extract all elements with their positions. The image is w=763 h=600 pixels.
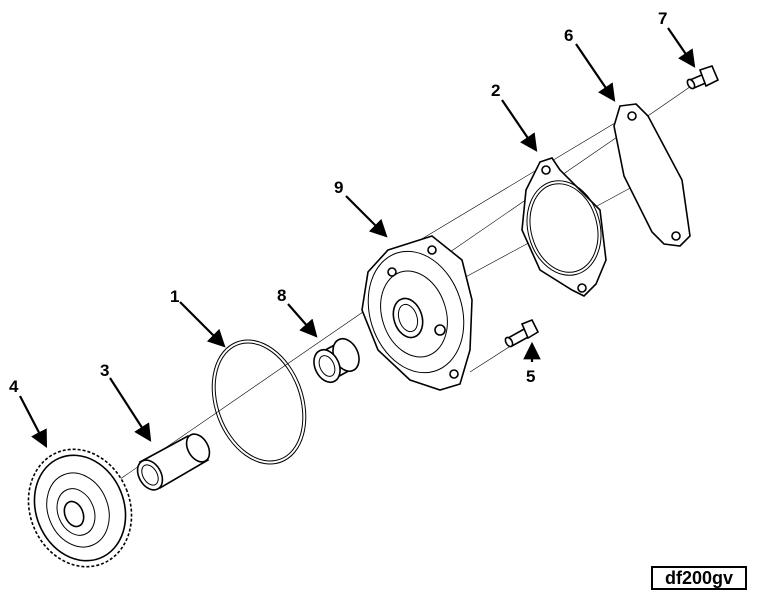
leader-arrow-6	[575, 43, 616, 102]
screw-part	[686, 65, 720, 90]
callout-4: 4	[9, 377, 19, 396]
cover-plate-part	[613, 103, 691, 247]
figure-reference-code: df200gv	[651, 566, 747, 590]
leader-arrow-9	[345, 195, 388, 238]
callout-2: 2	[491, 81, 500, 100]
leader-arrow-1	[179, 301, 226, 348]
callout-1: 1	[170, 287, 179, 306]
callout-9: 9	[334, 178, 343, 197]
callout-3: 3	[100, 361, 109, 380]
leader-arrow-4	[19, 395, 48, 448]
callout-6: 6	[564, 26, 573, 45]
bolt-part	[504, 318, 540, 348]
bearing-part	[313, 337, 360, 384]
gasket-part	[521, 157, 607, 297]
housing-cover-part	[361, 235, 473, 391]
o-ring-part	[211, 339, 307, 465]
leader-arrow-3	[109, 377, 152, 442]
callout-labels: 1 2 3 4 5 6 7 8 9	[9, 9, 667, 396]
leader-arrow-7	[667, 27, 696, 68]
leader-arrows	[19, 27, 696, 448]
leader-arrow-8	[287, 303, 318, 338]
callout-5: 5	[526, 367, 535, 386]
callout-7: 7	[658, 9, 667, 28]
gear-part	[27, 448, 133, 568]
leader-arrow-2	[501, 99, 538, 152]
sleeve-part	[136, 433, 211, 491]
callout-8: 8	[277, 286, 286, 305]
